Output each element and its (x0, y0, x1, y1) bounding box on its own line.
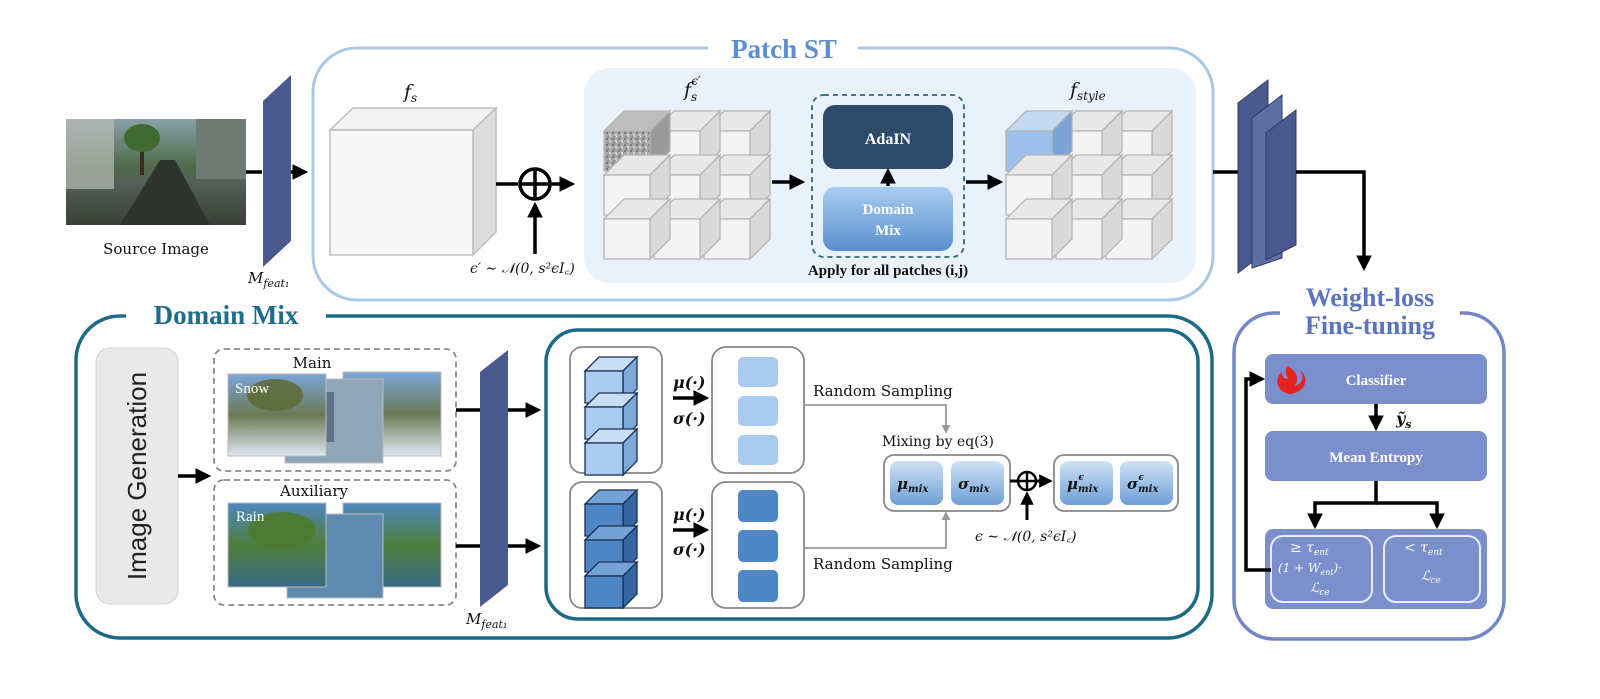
patch-cube (602, 197, 672, 261)
patch-grid-noisy (602, 109, 772, 261)
auxiliary-label: Auxiliary (279, 482, 348, 500)
sigma-mix-eps-block (1120, 461, 1173, 505)
mean-entropy-block (1265, 431, 1487, 481)
rain-label: Rain (236, 509, 265, 525)
entropy-branches-block (1265, 529, 1487, 609)
sigma-mix-block (951, 461, 1004, 505)
mu-mix-block (890, 461, 943, 505)
feature-cube (583, 427, 639, 477)
oplus-noise-add (518, 167, 552, 201)
noise-eps-prime-label: ϵ′ ∼ 𝒩(0, s²ϵI꜀) (470, 261, 575, 277)
flame-icon (1277, 366, 1306, 394)
loss-ce: ℒce (1421, 569, 1441, 586)
main-stat-3 (738, 435, 778, 465)
image-generation-label: Image Generation (122, 372, 152, 580)
mixing-eq-label: Mixing by eq(3) (882, 434, 994, 450)
main-stat-2 (738, 396, 778, 426)
domain-mix-panel (74, 314, 1214, 640)
source-image-caption: Source Image (103, 240, 209, 258)
sigma-mix-label: σmix (958, 475, 990, 495)
mu-mix-eps-block (1060, 461, 1113, 505)
weight-loss-title-2: Fine-tuning (1305, 311, 1435, 340)
statistics-panel (544, 328, 1200, 621)
main-label: Main (293, 354, 332, 372)
random-sampling-bottom-label: Random Sampling (813, 555, 953, 573)
mu-label-bottom: μ(·) (673, 505, 705, 524)
domain-mix-title: Domain Mix (154, 300, 299, 330)
aux-stat-2 (738, 530, 778, 562)
aux-stat-3 (738, 570, 778, 602)
feature-cube (583, 355, 639, 405)
classifier-block (1265, 354, 1487, 404)
patch-grid-style (1004, 109, 1174, 261)
feature-extractor-block (263, 75, 291, 267)
sigma-label-bottom: σ(·) (673, 540, 706, 559)
mu-mix-label: μmix (897, 475, 929, 495)
random-sampling-top-label: Random Sampling (813, 382, 953, 400)
f-s-eps-label: fsϵ′ (682, 74, 701, 104)
noise-eps-label: ϵ ∼ 𝒩(0, s²ϵI꜀) (975, 529, 1077, 545)
main-feature-cubes (583, 355, 639, 477)
domain-mix-label-1: Domain (863, 202, 914, 218)
feature-cube-fs (328, 106, 498, 257)
oplus-noise-add-mix (1016, 470, 1038, 492)
mean-entropy-label: Mean Entropy (1329, 450, 1423, 466)
main-images-group (213, 348, 457, 472)
f-style-label: fstyle (1068, 79, 1106, 103)
source-image (66, 119, 246, 225)
weight-loss-title-1: Weight-loss (1306, 283, 1435, 312)
low-entropy-branch (1383, 535, 1481, 603)
patch-cube (1004, 197, 1074, 261)
snow-label: Snow (235, 381, 269, 397)
adain-block (823, 105, 953, 169)
ge-tau-label: ≥ τent (1290, 540, 1329, 558)
f-s-label: fs (402, 81, 417, 105)
adain-label: AdaIN (865, 131, 912, 148)
y-tilde-label: ỹs (1395, 409, 1412, 431)
auxiliary-images-group (213, 479, 457, 606)
stacked-feature-blocks (1237, 78, 1297, 275)
apply-all-patches-label: Apply for all patches (i,j) (808, 263, 968, 279)
sigma-label-top: σ(·) (673, 409, 706, 428)
main-stat-1 (738, 357, 778, 387)
domain-feature-extractor-block (480, 350, 508, 607)
feature-cube (583, 524, 639, 574)
sigma-mix-eps-label: σmixϵ (1127, 473, 1159, 495)
domain-feature-extractor-label: Mfeat₁ (465, 610, 507, 631)
patch-st-title: Patch ST (731, 34, 837, 64)
aux-feature-cubes (583, 488, 639, 610)
mu-label-top: μ(·) (673, 373, 705, 392)
loss-ce-weighted: ℒce (1310, 581, 1330, 598)
main-image-stack (227, 371, 442, 464)
classifier-label: Classifier (1346, 373, 1407, 389)
lt-tau-label: < τent (1404, 540, 1443, 558)
weight-factor-label: (1 + Went)· (1278, 561, 1342, 577)
feature-extractor-label: Mfeat₁ (247, 269, 289, 290)
domain-mix-block (823, 187, 953, 251)
auxiliary-image-stack (227, 502, 442, 599)
aux-stat-1 (738, 490, 778, 522)
mu-mix-eps-label: μmixϵ (1067, 473, 1099, 495)
adain-dashed-box (811, 94, 965, 258)
domain-mix-label-2: Mix (875, 223, 901, 239)
feature-cube (583, 560, 639, 610)
